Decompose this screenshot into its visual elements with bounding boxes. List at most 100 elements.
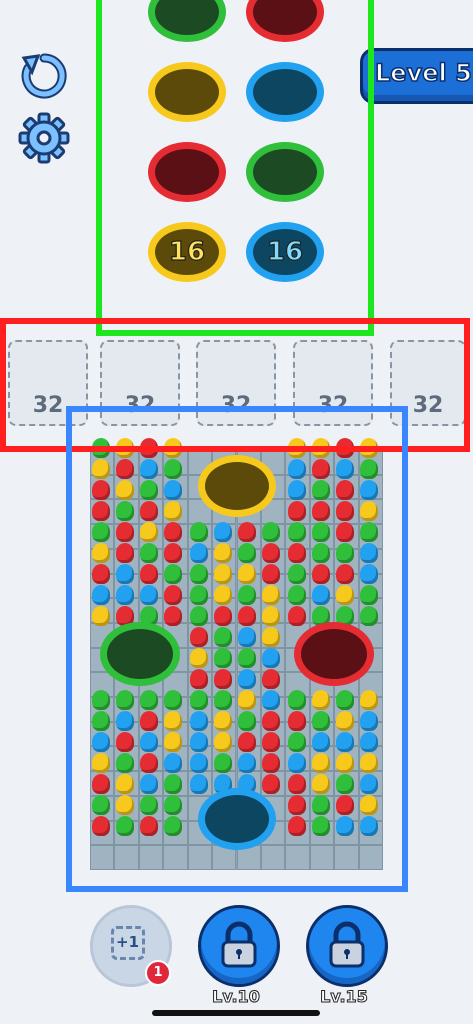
locked-booster-1[interactable] bbox=[198, 905, 280, 987]
crowd-person bbox=[360, 711, 378, 731]
crowd-person bbox=[140, 585, 158, 605]
board-tile bbox=[138, 845, 164, 870]
crowd-person bbox=[262, 774, 280, 794]
crowd-person bbox=[140, 711, 158, 731]
crowd-person bbox=[92, 690, 110, 710]
board-tile bbox=[334, 845, 359, 870]
crowd-person bbox=[238, 627, 256, 647]
crowd-person bbox=[262, 543, 280, 563]
crowd-person bbox=[288, 816, 306, 836]
crowd-person bbox=[116, 753, 134, 773]
crowd-person bbox=[336, 480, 354, 500]
crowd-person bbox=[262, 753, 280, 773]
crowd-person bbox=[140, 564, 158, 584]
queue-hole-blue: 16 bbox=[246, 222, 324, 282]
crowd-person bbox=[116, 690, 134, 710]
crowd-person bbox=[92, 711, 110, 731]
board-hole-green[interactable] bbox=[100, 622, 180, 686]
crowd-person bbox=[140, 795, 158, 815]
crowd-person bbox=[190, 732, 208, 752]
crowd-person bbox=[164, 690, 182, 710]
crowd-person bbox=[360, 795, 378, 815]
crowd-person bbox=[116, 606, 134, 626]
crowd-person bbox=[312, 774, 330, 794]
board-tile bbox=[114, 845, 139, 870]
restart-button[interactable] bbox=[18, 50, 70, 102]
crowd-person bbox=[190, 669, 208, 689]
crowd-person bbox=[190, 774, 208, 794]
crowd-person bbox=[238, 690, 256, 710]
crowd-person bbox=[214, 564, 232, 584]
crowd-person bbox=[140, 480, 158, 500]
restart-icon bbox=[21, 53, 67, 99]
crowd-person bbox=[336, 711, 354, 731]
crowd-person bbox=[92, 774, 110, 794]
crowd-person bbox=[190, 606, 208, 626]
crowd-person bbox=[336, 753, 354, 773]
crowd-person bbox=[312, 753, 330, 773]
add-slot-button[interactable]: +1 1 bbox=[90, 905, 172, 987]
crowd-person bbox=[140, 522, 158, 542]
crowd-person bbox=[92, 795, 110, 815]
crowd-person bbox=[214, 711, 232, 731]
crowd-person bbox=[288, 774, 306, 794]
crowd-person bbox=[164, 732, 182, 752]
crowd-person bbox=[92, 753, 110, 773]
crowd-person bbox=[190, 753, 208, 773]
crowd-person bbox=[288, 711, 306, 731]
crowd-person bbox=[238, 522, 256, 542]
crowd-person bbox=[164, 522, 182, 542]
crowd-person bbox=[336, 543, 354, 563]
crowd-person bbox=[238, 648, 256, 668]
board-hole-red[interactable] bbox=[294, 622, 374, 686]
locked-booster-1-label: Lv.10 bbox=[212, 987, 261, 1007]
crowd-person bbox=[92, 459, 110, 479]
crowd-person bbox=[190, 543, 208, 563]
crowd-person bbox=[214, 648, 232, 668]
crowd-person bbox=[336, 795, 354, 815]
crowd-person bbox=[140, 753, 158, 773]
crowd-person bbox=[312, 732, 330, 752]
settings-button[interactable] bbox=[18, 112, 70, 164]
crowd-person bbox=[360, 501, 378, 521]
crowd-person bbox=[288, 585, 306, 605]
board-tile bbox=[187, 845, 213, 870]
crowd-person bbox=[238, 711, 256, 731]
crowd-person bbox=[312, 564, 330, 584]
board-tile bbox=[309, 845, 335, 870]
crowd-person bbox=[336, 522, 354, 542]
crowd-person bbox=[312, 795, 330, 815]
crowd-person bbox=[360, 564, 378, 584]
crowd-person bbox=[140, 501, 158, 521]
crowd-person bbox=[288, 753, 306, 773]
queue-hole-green bbox=[148, 0, 226, 42]
crowd-person bbox=[140, 816, 158, 836]
crowd-person bbox=[360, 522, 378, 542]
crowd-person bbox=[360, 732, 378, 752]
crowd-person bbox=[214, 606, 232, 626]
crowd-person bbox=[288, 459, 306, 479]
crowd-person bbox=[238, 753, 256, 773]
crowd-person bbox=[238, 564, 256, 584]
crowd-person bbox=[140, 732, 158, 752]
crowd-person bbox=[116, 564, 134, 584]
crowd-person bbox=[140, 543, 158, 563]
crowd-person bbox=[140, 606, 158, 626]
crowd-person bbox=[360, 690, 378, 710]
crowd-person bbox=[164, 585, 182, 605]
crowd-person bbox=[238, 585, 256, 605]
crowd-person bbox=[336, 606, 354, 626]
crowd-person bbox=[336, 690, 354, 710]
crowd-person bbox=[360, 543, 378, 563]
board-hole-blue[interactable] bbox=[198, 788, 276, 850]
locked-booster-2[interactable] bbox=[306, 905, 388, 987]
level-label: Level 5 bbox=[374, 58, 472, 88]
crowd-person bbox=[92, 543, 110, 563]
crowd-person bbox=[262, 564, 280, 584]
crowd-person bbox=[312, 585, 330, 605]
board-hole-yellow[interactable] bbox=[198, 455, 276, 517]
gear-icon bbox=[18, 112, 70, 164]
crowd-person bbox=[164, 606, 182, 626]
crowd-person bbox=[164, 795, 182, 815]
crowd-person bbox=[288, 522, 306, 542]
